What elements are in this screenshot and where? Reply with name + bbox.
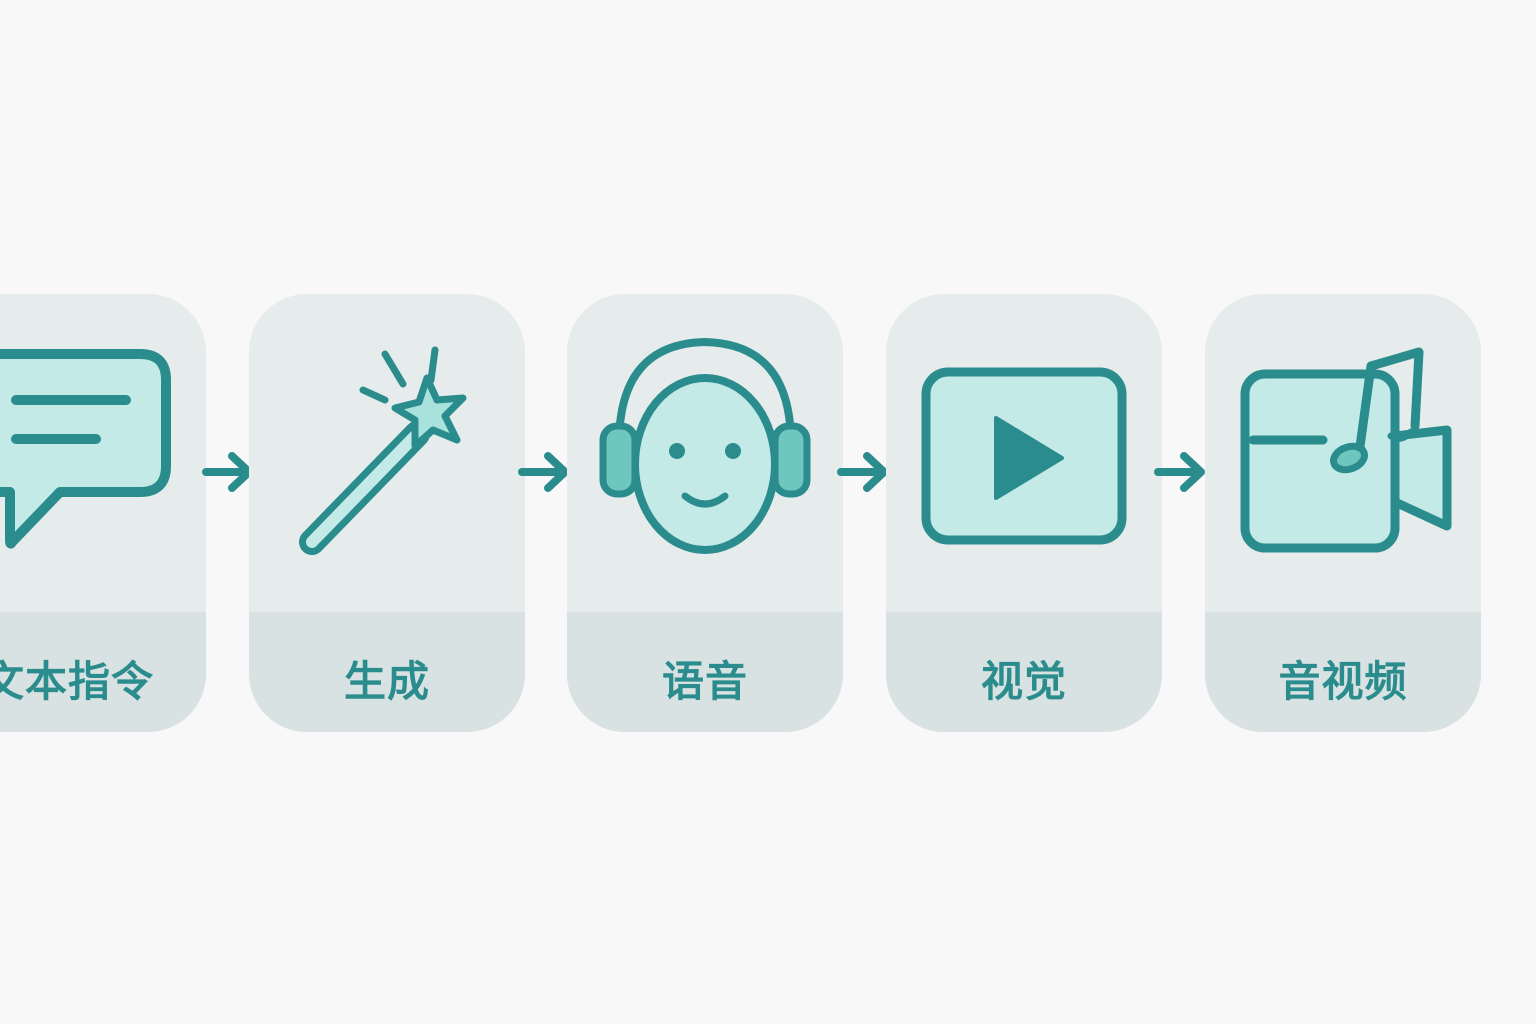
step-label: 音视频 [1278, 657, 1408, 706]
play-video-icon [921, 367, 1127, 545]
arrow-right-icon [518, 452, 569, 492]
label-band [1205, 612, 1481, 732]
music-video-camera-icon [1240, 347, 1452, 553]
step-card-speech: 语音 [567, 294, 843, 732]
label-band [249, 612, 525, 732]
step-label: 视觉 [980, 657, 1067, 706]
label-band [567, 612, 843, 732]
step-card-vision: 视觉 [886, 294, 1162, 732]
label-band [0, 612, 206, 732]
speech-bubble-icon [0, 349, 171, 549]
step-card-audio-video: 音视频 [1205, 294, 1481, 732]
step-label: 文本指令 [0, 657, 154, 706]
step-label: 生成 [343, 657, 430, 706]
arrow-right-icon [1154, 452, 1205, 492]
arrow-right-icon [837, 452, 888, 492]
label-band [886, 612, 1162, 732]
magic-wand-icon [299, 346, 467, 555]
step-card-generate: 生成 [249, 294, 525, 732]
step-card-text-instruction: 文本指令 [0, 294, 206, 732]
arrow-right-icon [202, 452, 253, 492]
step-label: 语音 [661, 657, 748, 706]
headphones-face-icon [599, 337, 811, 554]
